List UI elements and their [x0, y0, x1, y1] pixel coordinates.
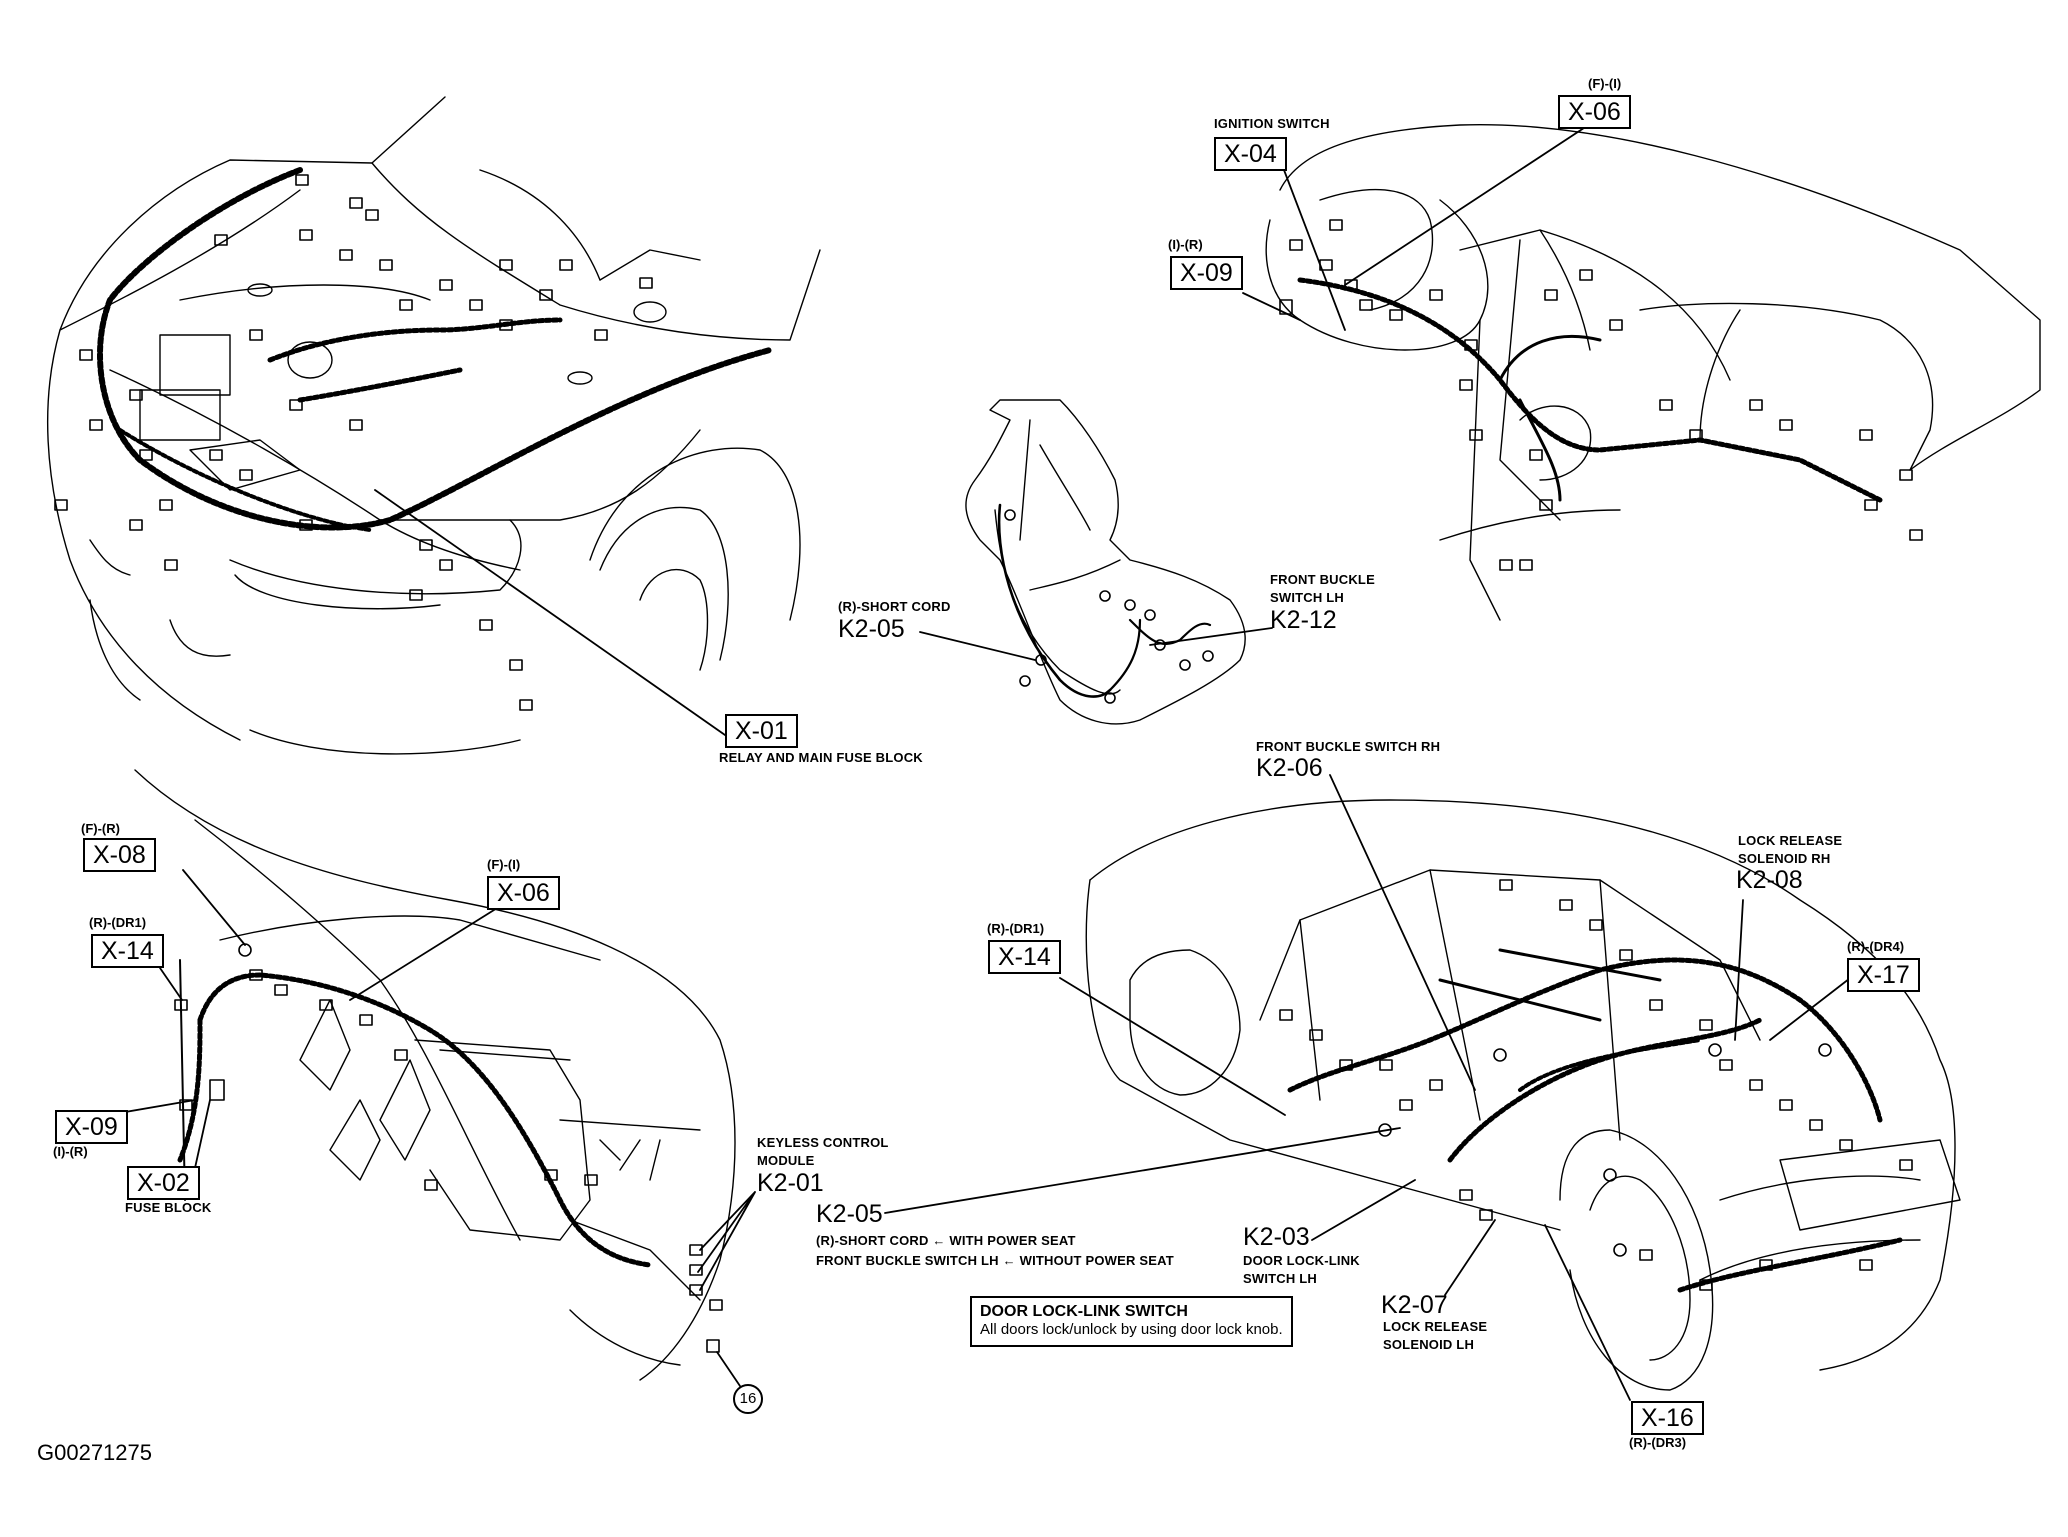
- component-k2-05-body-caption-line1: (R)-SHORT CORD ← WITH POWER SEAT: [816, 1233, 1076, 1248]
- component-k2-08-code: K2-08: [1736, 866, 1803, 894]
- figure-id: G00271275: [37, 1440, 152, 1465]
- connector-x-09-left-label: X-09: [55, 1110, 128, 1144]
- note-title: DOOR LOCK-LINK SWITCH: [980, 1303, 1188, 1320]
- component-k2-06-code: K2-06: [1256, 754, 1323, 782]
- connector-x-16-qualifier: (R)-(DR3): [1629, 1435, 1687, 1450]
- connector-x-01-label: X-01: [725, 714, 798, 748]
- component-k2-12-caption-line1: FRONT BUCKLE: [1270, 572, 1375, 587]
- component-k2-03-caption-line2: SWITCH LH: [1243, 1271, 1318, 1286]
- component-k2-01-caption-line2: MODULE: [757, 1153, 815, 1168]
- connector-x-14-right-label: X-14: [988, 940, 1061, 974]
- dashboard-view: [1242, 123, 2041, 621]
- engine-compartment-view: [46, 96, 821, 755]
- connector-x-16-label: X-16: [1631, 1401, 1704, 1435]
- connector-x-06-left-label: X-06: [487, 876, 560, 910]
- component-k2-03-code: K2-03: [1243, 1223, 1310, 1251]
- connector-x-06-left-qualifier: (F)-(I): [487, 857, 521, 872]
- vehicle-body-view: [884, 774, 1961, 1401]
- component-k2-08-caption-line1: LOCK RELEASE: [1738, 833, 1843, 848]
- component-k2-07-caption-line2: SOLENOID LH: [1383, 1337, 1475, 1352]
- seat-view: [919, 399, 1273, 725]
- ground-point-16: 16: [733, 1384, 763, 1414]
- component-k2-05-body-code: K2-05: [816, 1200, 883, 1228]
- component-k2-06-caption: FRONT BUCKLE SWITCH RH: [1256, 739, 1441, 754]
- connector-x-09-top-label: X-09: [1170, 256, 1243, 290]
- component-k2-05-seat-caption: (R)-SHORT CORD: [838, 599, 951, 614]
- component-k2-01-code: K2-01: [757, 1169, 824, 1197]
- connector-x-09-top-qualifier: (I)-(R): [1168, 237, 1203, 252]
- component-k2-12-caption-line2: SWITCH LH: [1270, 590, 1345, 605]
- connector-x-01-caption: RELAY AND MAIN FUSE BLOCK: [719, 750, 923, 765]
- connector-x-14-left-label: X-14: [91, 934, 164, 968]
- connector-x-14-right-qualifier: (R)-(DR1): [987, 921, 1045, 936]
- component-k2-07-caption-line1: LOCK RELEASE: [1383, 1319, 1488, 1334]
- connector-x-04-label: X-04: [1214, 137, 1287, 171]
- note-text: All doors lock/unlock by using door lock…: [980, 1321, 1283, 1339]
- connector-x-17-qualifier: (R)-(DR4): [1847, 939, 1905, 954]
- connector-x-06-top-qualifier: (F)-(I): [1588, 76, 1622, 91]
- door-lock-link-switch-note: DOOR LOCK-LINK SWITCH All doors lock/unl…: [970, 1296, 1293, 1348]
- connector-x-09-left-qualifier: (I)-(R): [53, 1144, 88, 1159]
- component-k2-08-caption-line2: SOLENOID RH: [1738, 851, 1831, 866]
- connector-x-02-caption: FUSE BLOCK: [125, 1200, 212, 1215]
- component-k2-07-code: K2-07: [1381, 1291, 1448, 1319]
- connector-x-17-label: X-17: [1847, 958, 1920, 992]
- connector-x-06-top-label: X-06: [1558, 95, 1631, 129]
- component-k2-01-caption-line1: KEYLESS CONTROL: [757, 1135, 889, 1150]
- interior-lower-left-view: [124, 769, 756, 1387]
- component-k2-12-code: K2-12: [1270, 606, 1337, 634]
- component-k2-05-seat-code: K2-05: [838, 615, 905, 643]
- component-k2-05-body-caption-line2: FRONT BUCKLE SWITCH LH ← WITHOUT POWER S…: [816, 1253, 1174, 1268]
- connector-x-08-label: X-08: [83, 838, 156, 872]
- connector-x-14-left-qualifier: (R)-(DR1): [89, 915, 147, 930]
- connector-x-08-qualifier: (F)-(R): [81, 821, 120, 836]
- connector-x-02-label: X-02: [127, 1166, 200, 1200]
- component-k2-03-caption-line1: DOOR LOCK-LINK: [1243, 1253, 1360, 1268]
- connector-x-04-caption: IGNITION SWITCH: [1214, 116, 1330, 131]
